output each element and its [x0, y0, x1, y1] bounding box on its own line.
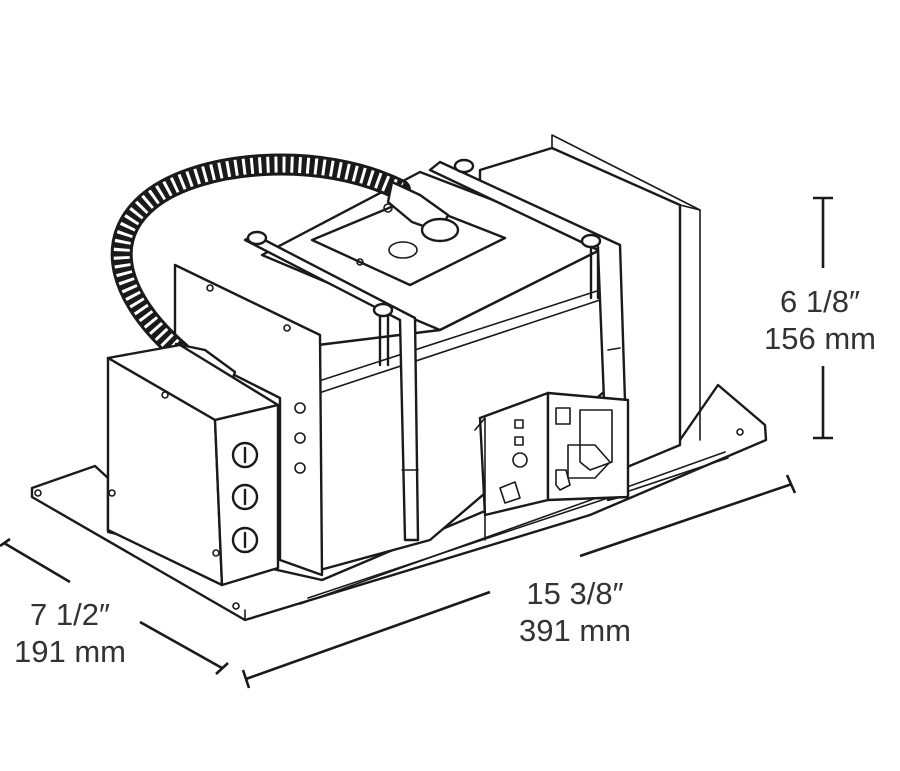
width-imperial: 7 1/2″ — [30, 597, 110, 632]
length-dimension-line — [241, 474, 797, 689]
socket-bracket — [474, 391, 630, 541]
adjustment-screws — [246, 158, 602, 367]
height-imperial: 6 1/8″ — [780, 284, 860, 319]
height-dimension-line — [813, 196, 833, 440]
length-imperial: 15 3/8″ — [526, 576, 624, 611]
junction-box — [106, 343, 280, 587]
width-dimension-label: 7 1/2″ 191 mm — [0, 596, 140, 670]
width-dimension-line — [0, 537, 229, 675]
length-dimension-label: 15 3/8″ 391 mm — [495, 575, 655, 649]
height-dimension-label: 6 1/8″ 156 mm — [745, 283, 895, 357]
height-metric: 156 mm — [764, 321, 876, 356]
lamp-housing — [260, 134, 701, 572]
width-metric: 191 mm — [14, 634, 126, 669]
length-metric: 391 mm — [519, 613, 631, 648]
